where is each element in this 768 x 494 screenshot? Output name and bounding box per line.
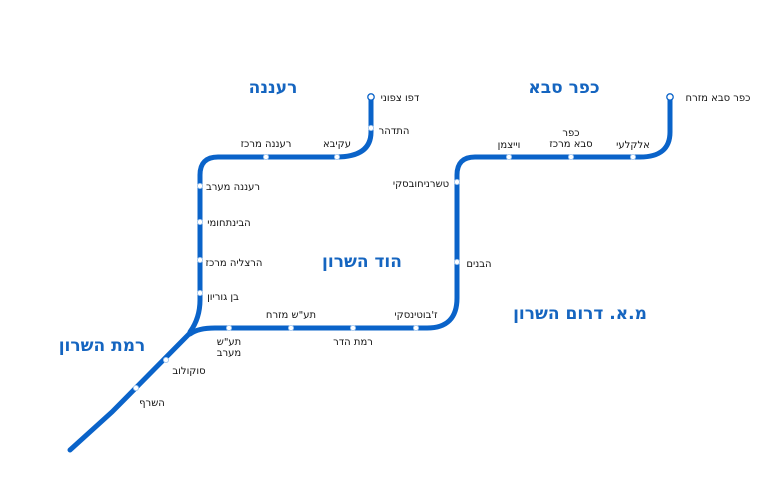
- station-marker[interactable]: [287, 324, 294, 331]
- station-label: טשרניחובסקי: [393, 179, 449, 190]
- station-marker[interactable]: [162, 356, 169, 363]
- station-marker[interactable]: [453, 258, 460, 265]
- station-marker[interactable]: [630, 153, 637, 160]
- station-marker[interactable]: [225, 324, 232, 331]
- station-label: דפו צפוני: [381, 93, 420, 104]
- station-label: הרצליה מרכז: [206, 258, 263, 269]
- station-label: אלקלעי: [616, 140, 650, 151]
- station-marker[interactable]: [196, 182, 203, 189]
- station-label: ז'בוטינסקי: [394, 310, 438, 321]
- station-label: רעננה מערב: [206, 182, 260, 193]
- region-label: מ.א. דרום השרון: [513, 304, 647, 324]
- station-label: השרף: [139, 398, 165, 409]
- station-marker[interactable]: [333, 153, 340, 160]
- station-label: התדהר: [379, 126, 410, 137]
- station-label: רעננה מרכז: [241, 139, 292, 150]
- station-marker[interactable]: [196, 218, 203, 225]
- station-marker[interactable]: [666, 93, 674, 101]
- station-label: וייצמן: [498, 140, 521, 151]
- region-label: הוד השרון: [322, 252, 402, 272]
- station-label: רמת הדר: [333, 337, 373, 348]
- line-east-route: [187, 94, 673, 337]
- station-marker[interactable]: [196, 256, 203, 263]
- station-marker[interactable]: [453, 178, 460, 185]
- station-marker[interactable]: [505, 153, 512, 160]
- station-label: תע"ש מזרח: [266, 310, 316, 321]
- station-marker[interactable]: [196, 289, 203, 296]
- region-label: רמת השרון: [59, 336, 146, 356]
- station-label: עקיבא: [323, 139, 351, 150]
- station-marker[interactable]: [132, 384, 139, 391]
- station-label: בן גוריון: [207, 292, 239, 303]
- station-marker[interactable]: [367, 125, 374, 132]
- station-label: הבנים: [466, 259, 491, 270]
- region-label: רעננה: [249, 78, 298, 98]
- line-north-route: [187, 94, 374, 335]
- station-marker[interactable]: [262, 153, 269, 160]
- station-marker[interactable]: [568, 153, 575, 160]
- station-label: סוקולוב: [172, 366, 205, 377]
- station-label: הבינתחומי: [207, 218, 250, 229]
- region-label: כפר סבא: [528, 78, 599, 98]
- station-marker[interactable]: [349, 324, 356, 331]
- station-label: כפר סבא מזרח: [686, 93, 751, 104]
- station-marker[interactable]: [367, 93, 375, 101]
- station-marker[interactable]: [412, 324, 419, 331]
